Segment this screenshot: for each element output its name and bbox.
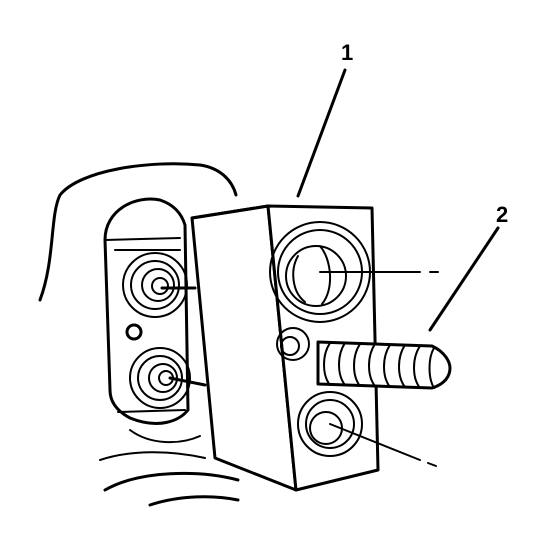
evaporator-tube-block (103, 197, 207, 444)
evaporator-lower-port (129, 347, 207, 409)
centerline-lower (329, 423, 421, 461)
valve-side-port (276, 327, 310, 361)
threaded-stud (316, 340, 452, 390)
valve-lower-port (297, 391, 363, 457)
expansion-valve-body (190, 204, 380, 492)
leader-lines (296, 68, 500, 467)
callout-label-1: 1 (341, 40, 354, 65)
centerline-lower-dash (427, 462, 437, 467)
evaporator-upper-port (122, 252, 197, 318)
leader-line-1 (296, 68, 347, 198)
leader-line-2 (428, 226, 500, 332)
bolt-hole (125, 323, 143, 341)
callout-label-2: 2 (496, 202, 509, 227)
hose-outline (38, 162, 240, 507)
